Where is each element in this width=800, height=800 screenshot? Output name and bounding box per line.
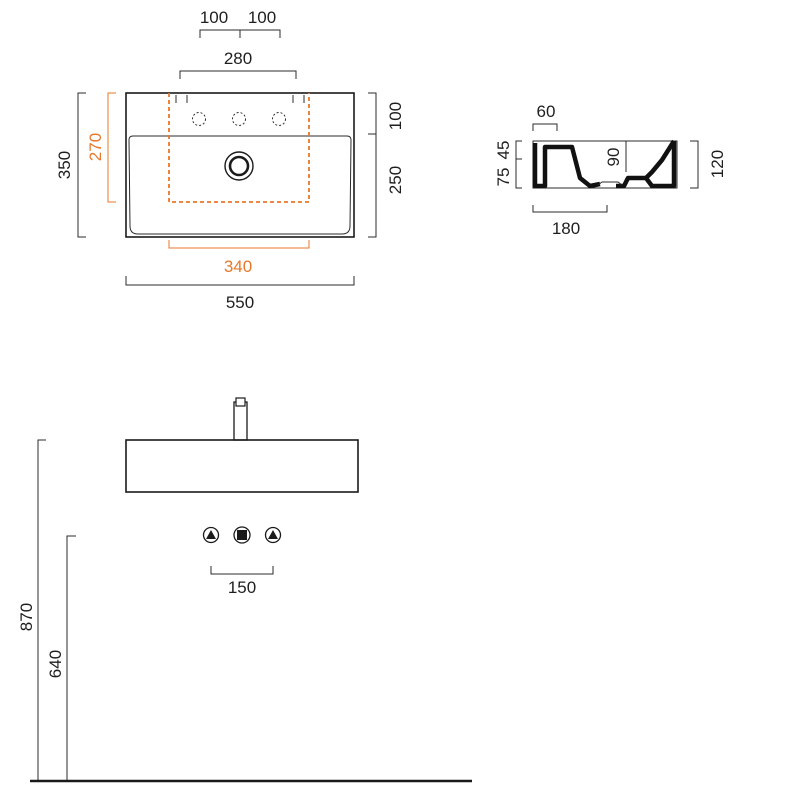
dim-rim-width: 60 [537, 102, 556, 121]
dim-line-tap-spacing [199, 29, 281, 38]
dim-line-outlet-spacing [210, 566, 274, 575]
outlet-left-triangle [206, 530, 216, 539]
section-view: 60 45 75 90 120 180 [494, 102, 727, 238]
dim-line-total-height [690, 140, 699, 189]
dim-line-section-left [515, 140, 522, 189]
dim-lower-height: 75 [494, 168, 513, 187]
drain-outer [224, 151, 254, 181]
dim-base-width: 180 [552, 219, 580, 238]
section-profile-left [532, 143, 601, 189]
dim-upper-height: 45 [494, 141, 513, 160]
basin-outline [125, 92, 355, 238]
wall-outlet-center [233, 526, 251, 544]
top-view: 100 100 280 350 270 100 250 340 550 [55, 8, 405, 312]
tap-hole-center [232, 112, 246, 126]
dim-tap-spacing-left: 100 [200, 8, 228, 27]
section-profile-right [616, 141, 677, 189]
dim-bowl-depth: 90 [604, 148, 623, 167]
dim-line-tap-span [179, 70, 297, 79]
dim-tap-spacing-right: 100 [248, 8, 276, 27]
dim-line-base-width [532, 205, 608, 213]
dim-outlet-spacing: 150 [228, 578, 256, 597]
dim-depth-back: 100 [386, 102, 405, 130]
drain-inner [228, 155, 250, 177]
elevation-view: 150 870 640 [17, 397, 472, 783]
tap-spout [235, 397, 246, 407]
tap-hole-right [272, 112, 286, 126]
tap-mark-left [175, 95, 188, 103]
outlet-center-square [237, 530, 247, 540]
dim-line-overall-width [125, 276, 355, 286]
wall-outlet-left [202, 526, 220, 544]
dim-overall-width: 550 [226, 293, 254, 312]
dim-rim-height: 870 [17, 603, 36, 631]
inner-zone-dashed [168, 93, 310, 203]
dim-depth-total: 350 [55, 151, 74, 179]
dim-depth-front: 250 [386, 166, 405, 194]
dim-line-outlet-height [66, 535, 76, 781]
dim-line-depth-right [368, 92, 377, 238]
tap-hole-left [192, 112, 206, 126]
dim-line-rim-width [532, 123, 558, 131]
dim-line-depth-inner [107, 92, 116, 203]
dim-inner-width: 340 [224, 257, 252, 276]
dim-depth-inner: 270 [86, 133, 105, 161]
basin-front [125, 439, 359, 493]
section-drain [597, 181, 623, 186]
dim-line-depth-total [77, 92, 86, 238]
dim-wall-outlet-height: 640 [46, 650, 65, 678]
dim-line-inner-width [168, 240, 310, 249]
dim-total-height: 120 [708, 150, 727, 178]
inner-bowl-outline [128, 135, 352, 235]
tap-body [233, 401, 248, 441]
dim-line-rim-height [37, 439, 46, 781]
wall-outlet-right [264, 526, 282, 544]
dim-tap-span: 280 [224, 49, 252, 68]
section-profile-right-wall [644, 139, 676, 180]
outlet-right-triangle [268, 530, 278, 539]
tap-mark-right [292, 95, 305, 103]
